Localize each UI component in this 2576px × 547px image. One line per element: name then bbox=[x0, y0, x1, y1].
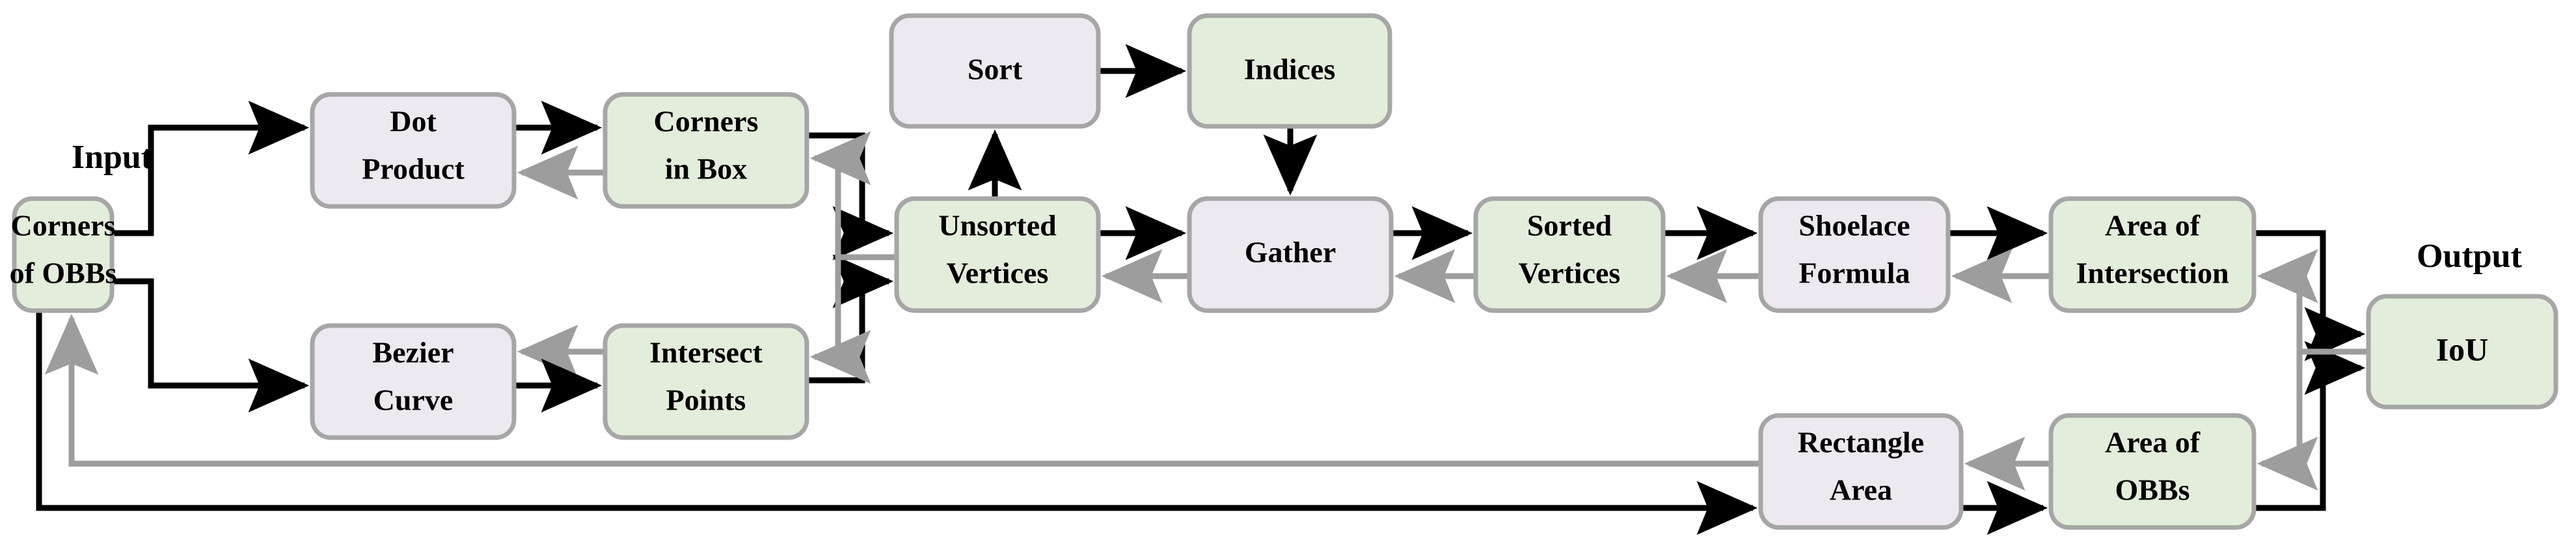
section-label-layer: Input Output bbox=[72, 139, 2523, 275]
node-gather-line1: Gather bbox=[1245, 236, 1336, 269]
node-intersect-points-line1: Intersect bbox=[649, 336, 763, 369]
node-dot-product[interactable]: Dot Product bbox=[310, 92, 517, 209]
node-intersect-points[interactable]: Intersect Points bbox=[603, 323, 809, 440]
node-sort[interactable]: Sort bbox=[889, 13, 1101, 129]
edge-area-of-intersection-to-iou bbox=[2254, 230, 2366, 361]
node-indices-line1: Indices bbox=[1244, 53, 1336, 86]
node-dot-product-line2: Product bbox=[362, 152, 465, 186]
node-bezier-curve[interactable]: Bezier Curve bbox=[310, 323, 517, 440]
edge-iou-to-area-of-intersection bbox=[2257, 249, 2368, 355]
edge-rectangle-area-to-corners-of-obbs bbox=[44, 313, 1761, 467]
node-unsorted-vertices-line1: Unsorted bbox=[938, 209, 1057, 242]
node-shoelace-formula-line1: Shoelace bbox=[1798, 209, 1910, 242]
node-rectangle-area-line2: Area bbox=[1830, 473, 1892, 507]
node-area-of-intersection[interactable]: Area of Intersection bbox=[2048, 196, 2257, 313]
node-corners-of-obbs-line1: Corners bbox=[11, 209, 116, 242]
node-bezier-curve-line1: Bezier bbox=[372, 336, 454, 369]
node-unsorted-vertices-line2: Vertices bbox=[947, 257, 1049, 290]
edge-area-of-obbs-to-iou bbox=[2254, 341, 2366, 511]
node-area-of-obbs-line2: OBBs bbox=[2115, 473, 2190, 507]
node-iou[interactable]: IoU bbox=[2366, 294, 2558, 410]
output-label: Output bbox=[2417, 238, 2523, 275]
node-iou-line1: IoU bbox=[2436, 331, 2489, 367]
edge-unsorted-vertices-to-intersect-points bbox=[809, 257, 871, 384]
node-intersect-points-line2: Points bbox=[666, 384, 746, 417]
edge-corners-in-box-to-unsorted-vertices bbox=[807, 132, 894, 260]
node-sort-line1: Sort bbox=[968, 53, 1023, 86]
node-corners-of-obbs-line2: of OBBs bbox=[10, 257, 117, 290]
node-shoelace-formula-line2: Formula bbox=[1798, 257, 1910, 290]
edge-iou-to-area-of-obbs bbox=[2257, 348, 2368, 491]
node-corners-in-box[interactable]: Corners in Box bbox=[603, 92, 809, 209]
node-unsorted-vertices[interactable]: Unsorted Vertices bbox=[894, 196, 1101, 313]
edge-layer bbox=[36, 44, 2368, 535]
node-area-of-intersection-line1: Area of bbox=[2105, 209, 2201, 242]
node-indices[interactable]: Indices bbox=[1187, 13, 1392, 129]
edge-intersect-points-to-unsorted-vertices bbox=[807, 254, 894, 384]
node-bezier-curve-line2: Curve bbox=[373, 384, 454, 417]
node-rectangle-area[interactable]: Rectangle Area bbox=[1758, 413, 1964, 530]
node-dot-product-line1: Dot bbox=[390, 105, 437, 138]
node-sorted-vertices-line1: Sorted bbox=[1527, 209, 1612, 242]
edge-corners-of-obbs-to-dot-product bbox=[112, 100, 310, 236]
edge-unsorted-vertices-to-corners-in-box bbox=[809, 131, 897, 260]
node-area-of-obbs[interactable]: Area of OBBs bbox=[2048, 413, 2257, 530]
node-sorted-vertices[interactable]: Sorted Vertices bbox=[1473, 196, 1666, 313]
node-corners-in-box-line1: Corners bbox=[654, 105, 759, 138]
node-rectangle-area-line1: Rectangle bbox=[1798, 426, 1924, 459]
node-gather[interactable]: Gather bbox=[1187, 196, 1394, 313]
node-area-of-obbs-line1: Area of bbox=[2105, 426, 2201, 459]
node-corners-in-box-line2: in Box bbox=[665, 152, 748, 186]
node-sorted-vertices-line2: Vertices bbox=[1519, 257, 1621, 290]
node-corners-of-obbs[interactable]: Corners of OBBs bbox=[10, 196, 117, 313]
node-shoelace-formula[interactable]: Shoelace Formula bbox=[1758, 196, 1951, 313]
edge-corners-of-obbs-to-bezier-curve bbox=[112, 278, 310, 413]
edge-corners-of-obbs-to-rectangle-area bbox=[36, 311, 1758, 535]
input-label: Input bbox=[72, 139, 153, 176]
node-layer: Corners of OBBs Dot Product Corners in B… bbox=[10, 13, 2558, 530]
node-area-of-intersection-line2: Intersection bbox=[2076, 257, 2229, 290]
